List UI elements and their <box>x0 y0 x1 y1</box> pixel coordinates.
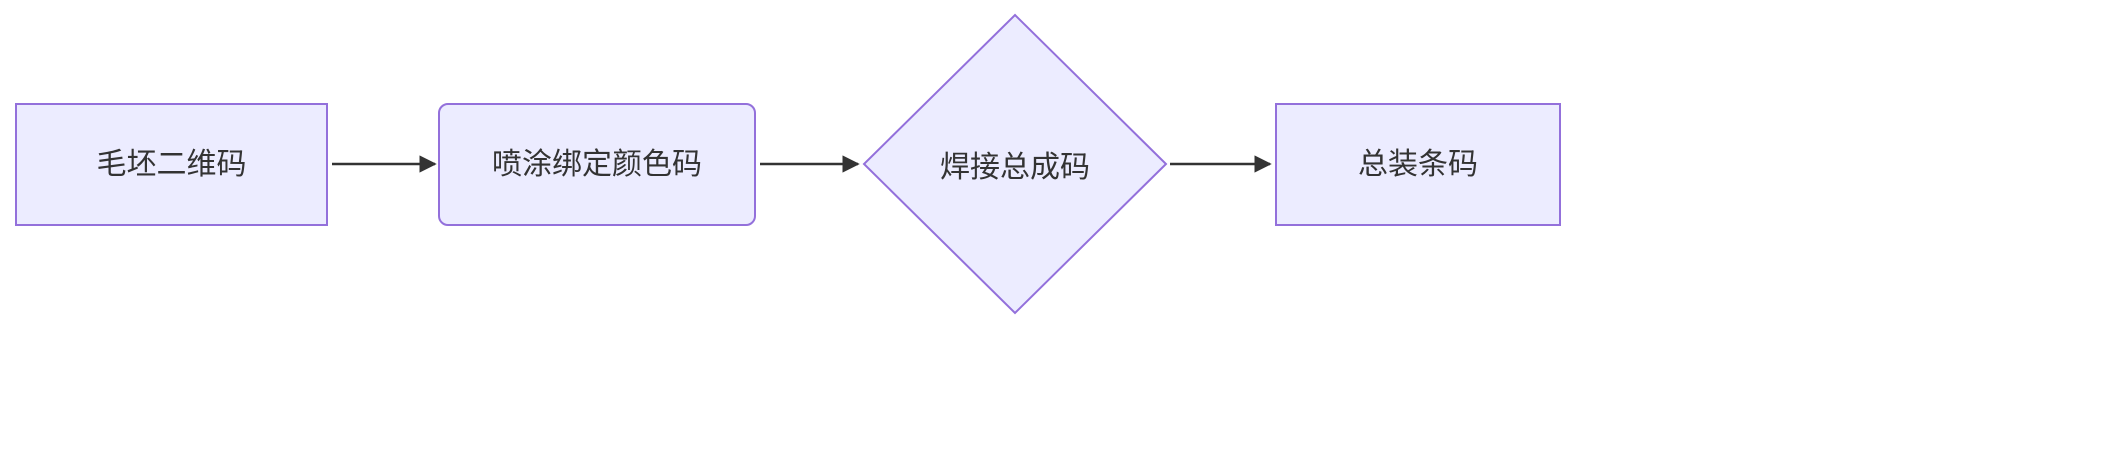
node-blank-qr: 毛坯二维码 <box>15 103 328 226</box>
node-blank-qr-label: 毛坯二维码 <box>96 147 247 181</box>
node-welding-assembly-label: 焊接总成码 <box>940 151 1090 184</box>
node-paint-color-binding-label: 喷涂绑定颜色码 <box>492 147 702 181</box>
diamond-node-shape <box>862 13 1168 315</box>
node-welding-assembly: 焊接总成码 <box>865 16 1165 312</box>
node-final-assembly: 总装条码 <box>1275 103 1561 226</box>
node-paint-color-binding: 喷涂绑定颜色码 <box>438 103 756 226</box>
node-final-assembly-label: 总装条码 <box>1358 147 1478 181</box>
